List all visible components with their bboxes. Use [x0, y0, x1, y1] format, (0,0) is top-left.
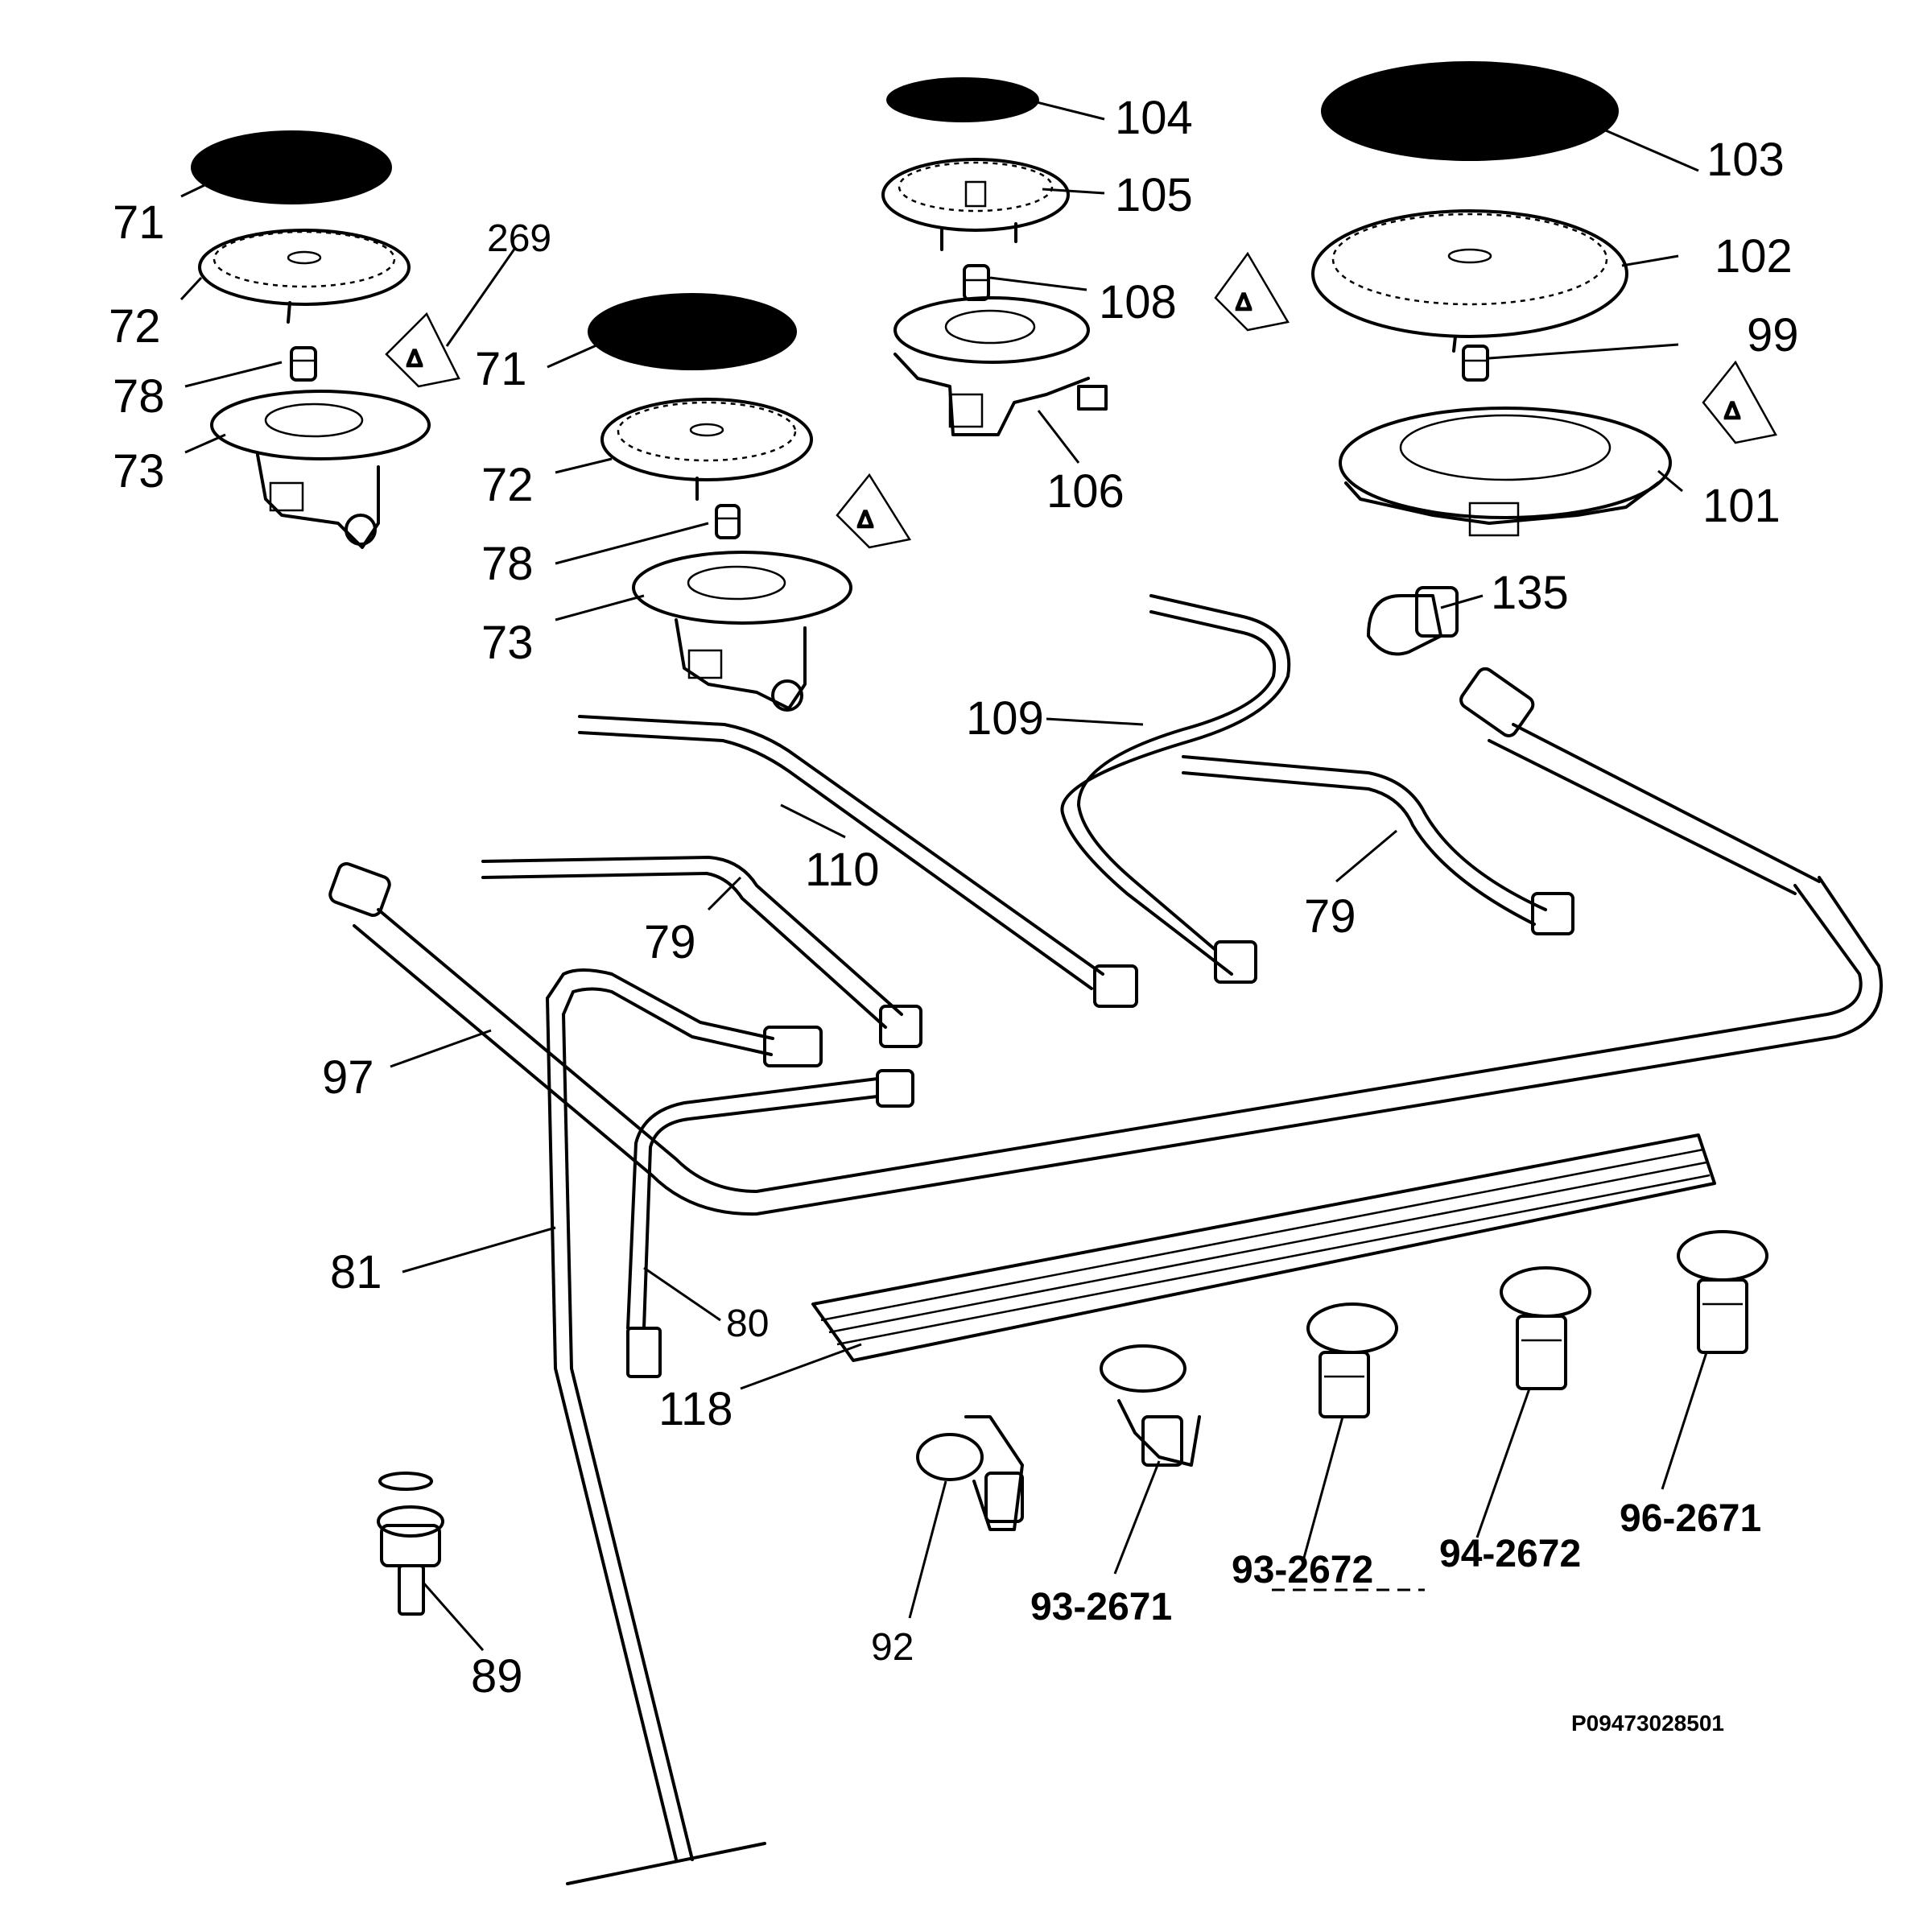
injector-78-left [290, 346, 317, 382]
label-78-left: 78 [113, 370, 165, 423]
label-71-middle: 71 [475, 343, 527, 395]
gas-tube-80 [626, 1069, 914, 1378]
leader-lines [180, 99, 1708, 1651]
label-135: 135 [1491, 567, 1569, 619]
burner-crown-105 [881, 158, 1070, 251]
burner-cap-104 [886, 77, 1039, 122]
svg-text:Δ: Δ [1236, 289, 1252, 316]
label-72-middle: 72 [481, 459, 534, 511]
gas-tap-93-2671 [1100, 1344, 1201, 1467]
label-93-2671: 93-2671 [1030, 1586, 1172, 1629]
label-103: 103 [1706, 134, 1785, 186]
injector-99 [1462, 345, 1489, 382]
burner-body-73-left [210, 390, 431, 549]
label-101: 101 [1702, 480, 1781, 532]
electrode-symbol-middle: Δ [836, 473, 912, 549]
label-108: 108 [1099, 276, 1177, 328]
label-109: 109 [966, 692, 1044, 745]
burner-cap-71-left [191, 130, 392, 204]
label-96-2671: 96-2671 [1620, 1497, 1761, 1540]
label-81: 81 [330, 1246, 382, 1298]
label-97: 97 [322, 1051, 374, 1104]
burner-body-101 [1339, 407, 1672, 537]
label-99: 99 [1747, 309, 1799, 361]
burner-cap-103 [1321, 61, 1619, 161]
electrode-symbol-top-right: Δ [1214, 251, 1290, 332]
burner-body-106 [893, 296, 1108, 436]
label-89: 89 [471, 1650, 523, 1703]
svg-text:Δ: Δ [406, 345, 423, 372]
label-118: 118 [658, 1383, 733, 1435]
label-106: 106 [1046, 465, 1125, 518]
label-80: 80 [726, 1302, 769, 1345]
svg-text:Δ: Δ [1724, 398, 1740, 424]
label-94-2672: 94-2672 [1439, 1533, 1581, 1575]
elbow-fitting-135 [1367, 586, 1459, 656]
label-71-left: 71 [113, 196, 165, 249]
label-79-right: 79 [1304, 890, 1356, 943]
electrode-symbol-right: Δ [1702, 360, 1777, 444]
burner-crown-102 [1311, 209, 1628, 353]
gas-tube-81 [546, 968, 823, 1885]
gas-tap-93-2672 [1306, 1302, 1398, 1418]
gas-tube-97 [328, 667, 1883, 1216]
manifold-rail-118 [811, 1133, 1716, 1362]
label-105: 105 [1115, 169, 1193, 221]
gas-tap-92 [916, 1415, 1024, 1531]
label-102: 102 [1715, 230, 1793, 283]
diagram-code: P09473028501 [1571, 1711, 1724, 1736]
gas-tap-94-2672 [1500, 1266, 1591, 1390]
svg-text:Δ: Δ [857, 506, 873, 533]
burner-crown-72-left [198, 229, 411, 324]
injector-78-middle [715, 504, 741, 539]
burner-crown-72-middle [600, 398, 813, 501]
label-73-middle: 73 [481, 617, 534, 669]
connector-89 [377, 1472, 444, 1616]
label-269: 269 [487, 217, 551, 260]
label-93-2672: 93-2672 [1232, 1549, 1373, 1591]
label-73-left: 73 [113, 445, 165, 497]
label-78-middle: 78 [481, 538, 534, 590]
injector-108 [963, 264, 990, 301]
label-72-left: 72 [109, 300, 161, 353]
gas-tube-79-middle [481, 856, 922, 1048]
label-79-middle: 79 [644, 916, 696, 968]
part-labels: 71 72 78 73 269 71 72 78 73 104 105 108 … [109, 92, 1799, 1736]
label-110: 110 [805, 844, 879, 896]
gas-tube-109 [1060, 594, 1291, 984]
gas-tube-110 [578, 715, 1138, 1008]
electrode-symbol-269: Δ [385, 312, 460, 388]
gas-tap-96-2671 [1677, 1230, 1768, 1354]
burner-cap-71-middle [588, 293, 797, 370]
label-104: 104 [1115, 92, 1193, 144]
gas-tube-79-right [1182, 755, 1574, 935]
label-92: 92 [871, 1626, 914, 1669]
burner-body-73-middle [632, 551, 852, 712]
